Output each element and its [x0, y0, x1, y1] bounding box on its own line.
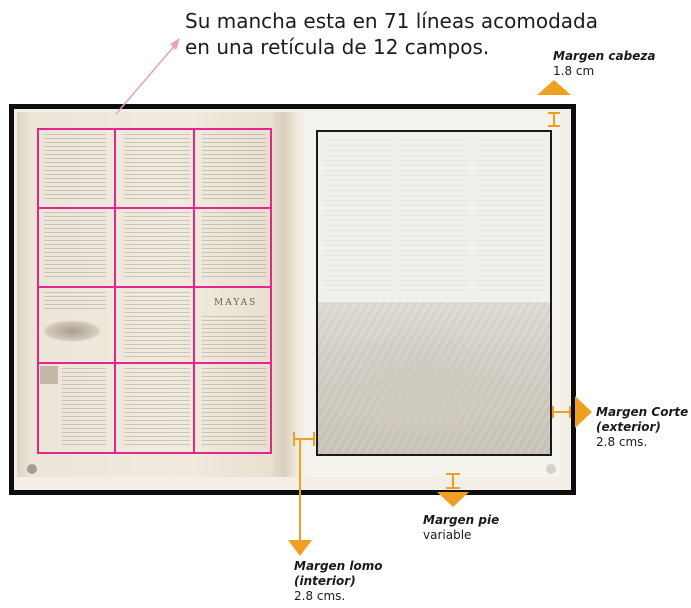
- text-block: [124, 134, 190, 202]
- title-pointer-arrow: [115, 43, 177, 115]
- label-margen-pie: Margen pie variable: [423, 513, 499, 543]
- pie-arrowhead: [437, 492, 469, 507]
- grid-row-line: [37, 286, 272, 288]
- text-block: [202, 368, 266, 448]
- left-page: [17, 112, 287, 477]
- grid-row-line: [37, 362, 272, 364]
- label-name: Margen lomo: [294, 559, 383, 573]
- grid-column-line: [193, 128, 195, 454]
- cabeza-arrowhead: [537, 80, 571, 95]
- label-name: Margen cabeza: [553, 49, 656, 63]
- text-block: [62, 368, 106, 448]
- grid-row-line: [37, 207, 272, 209]
- text-block: [124, 368, 190, 448]
- corte-arrowhead: [575, 396, 592, 428]
- group-photograph: [318, 302, 550, 454]
- label-value: 1.8 cm: [553, 64, 595, 78]
- text-block: [202, 134, 266, 202]
- lomo-arrowhead: [288, 540, 312, 556]
- annotation-title-line-1: Su mancha esta en 71 líneas acomodada: [185, 9, 598, 33]
- text-block: [44, 212, 106, 280]
- gutter: [284, 112, 306, 477]
- label-margen-corte: Margen Corte (exterior) 2.8 cms.: [596, 405, 688, 450]
- grid-12-fields: [37, 128, 272, 454]
- text-block: [44, 292, 106, 312]
- label-margen-cabeza: Margen cabeza 1.8 cm: [553, 49, 655, 79]
- right-page-type-area: [316, 130, 552, 456]
- label-margen-lomo: Margen lomo (interior) 2.8 cms.: [294, 559, 383, 604]
- page-stamp-right: [546, 464, 556, 474]
- small-figure-image: [40, 366, 58, 384]
- label-value: variable: [423, 528, 472, 542]
- text-block: [202, 212, 266, 280]
- right-page-text-area: [318, 132, 550, 300]
- page-stamp-left: [27, 464, 37, 474]
- label-name: Margen Corte: [596, 405, 689, 419]
- annotation-title-line-2: en una retícula de 12 campos.: [185, 35, 490, 59]
- grid-column-line: [114, 128, 116, 454]
- text-block: [124, 212, 190, 280]
- vignette-image: [42, 320, 102, 342]
- label-value: 2.8 cms.: [596, 435, 648, 449]
- masthead: MAYAS: [214, 298, 258, 308]
- label-name-sub: (exterior): [596, 420, 661, 434]
- label-value: 2.8 cms.: [294, 589, 346, 603]
- text-block: [202, 316, 266, 360]
- label-name: Margen pie: [423, 513, 500, 527]
- text-block: [44, 134, 106, 202]
- annotation-title: Su mancha esta en 71 líneas acomodada en…: [185, 8, 625, 60]
- label-name-sub: (interior): [294, 574, 356, 588]
- text-block: [124, 292, 190, 360]
- title-pointer-arrowhead: [170, 38, 180, 50]
